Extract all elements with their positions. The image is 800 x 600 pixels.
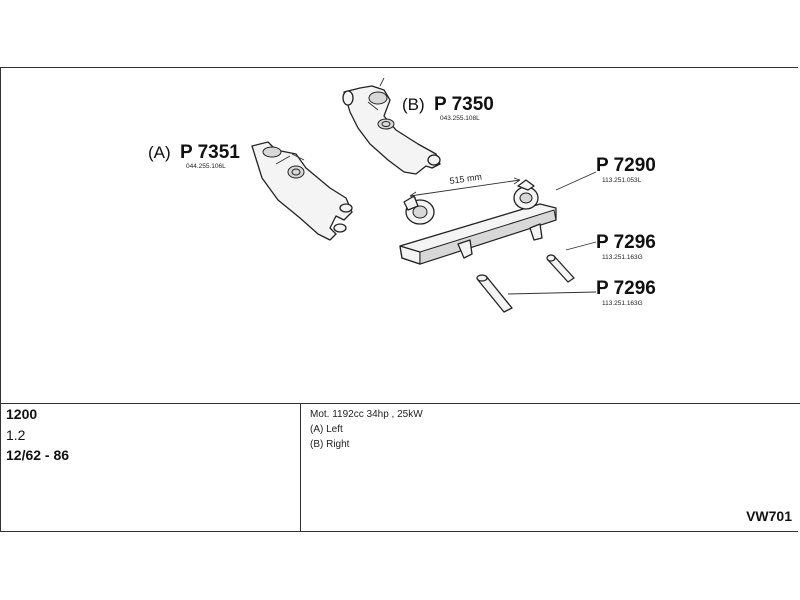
side-note-right: (B) Right xyxy=(310,439,350,450)
vehicle-engine: 1.2 xyxy=(6,427,26,443)
vehicle-model: 1200 xyxy=(6,406,38,422)
table-divider-horizontal xyxy=(0,403,800,404)
exhaust-diagram: 515 mm (A) P 7351 044.255.106L (B) P 735… xyxy=(148,77,656,313)
dimension-label: 515 mm xyxy=(449,172,483,186)
part-a-number: P 7351 xyxy=(180,142,240,163)
leader-muffler xyxy=(555,171,597,191)
vehicle-years: 12/62 - 86 xyxy=(6,447,70,463)
muffler-assembly xyxy=(399,179,557,265)
part-muffler-number: P 7290 xyxy=(596,155,656,176)
part-b-ref: 043.255.108L xyxy=(440,115,480,122)
table-divider-vertical xyxy=(300,403,301,532)
part-a-side: (A) xyxy=(148,143,171,162)
leader-tailpipe-2 xyxy=(507,291,597,295)
part-a-ref: 044.255.106L xyxy=(186,163,226,170)
part-b-side: (B) xyxy=(402,95,425,114)
part-muffler-ref: 113.251.053L xyxy=(602,177,642,184)
part-tailpipe-2-number: P 7296 xyxy=(596,278,656,299)
part-tailpipe-1-ref: 113.251.163G xyxy=(602,254,643,261)
side-note-left: (A) Left xyxy=(310,424,343,435)
engine-note: Mot. 1192cc 34hp , 25kW xyxy=(310,409,423,420)
tailpipe-lower xyxy=(476,274,513,313)
part-tailpipe-1-number: P 7296 xyxy=(596,232,656,253)
diagram-code: VW701 xyxy=(746,508,792,524)
leader-tailpipe-1 xyxy=(565,241,597,251)
part-b-number: P 7350 xyxy=(434,94,494,115)
dimension-515: 515 mm xyxy=(409,172,521,199)
heat-exchanger-right xyxy=(342,77,441,175)
heat-exchanger-left xyxy=(251,141,353,241)
tailpipe-upper xyxy=(546,254,575,283)
diagram-frame xyxy=(0,67,798,532)
part-tailpipe-2-ref: 113.251.163G xyxy=(602,300,643,307)
